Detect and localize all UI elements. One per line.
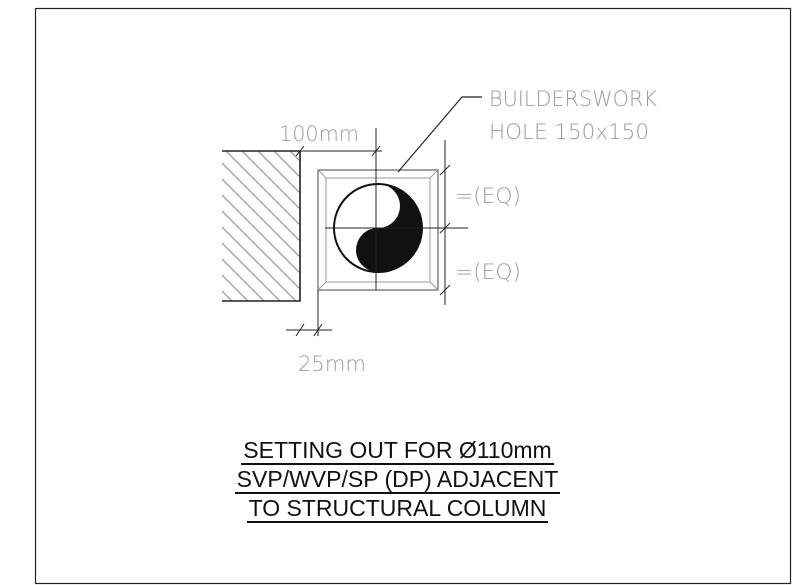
leader-line	[397, 96, 482, 173]
eq-label-lower: =(EQ)	[455, 260, 521, 284]
drawing-title-line1: SETTING OUT FOR Ø110mm	[0, 436, 795, 465]
hole-label-line2: HOLE 150x150	[489, 120, 649, 144]
drawing-title-line3: TO STRUCTURAL COLUMN	[0, 494, 795, 523]
builderswork-hole	[317, 169, 439, 291]
title-text-3: TO STRUCTURAL COLUMN	[246, 495, 549, 523]
dimension-25mm	[286, 290, 332, 337]
drawing-title-line2: SVP/WVP/SP (DP) ADJACENT	[0, 465, 795, 494]
eq-label-upper: =(EQ)	[455, 184, 521, 208]
structural-column	[222, 150, 301, 302]
centre-lines	[325, 128, 468, 290]
sheet-border	[34, 7, 792, 585]
dimension-25mm-label: 25mm	[298, 352, 366, 376]
dimension-100mm	[270, 145, 382, 157]
dimension-eq-chain	[439, 140, 451, 305]
title-text-1: SETTING OUT FOR Ø110mm	[241, 437, 554, 465]
hole-label-line1: BUILDERSWORK	[489, 87, 657, 111]
title-text-2: SVP/WVP/SP (DP) ADJACENT	[234, 466, 561, 494]
dimension-100mm-label: 100mm	[279, 122, 359, 146]
